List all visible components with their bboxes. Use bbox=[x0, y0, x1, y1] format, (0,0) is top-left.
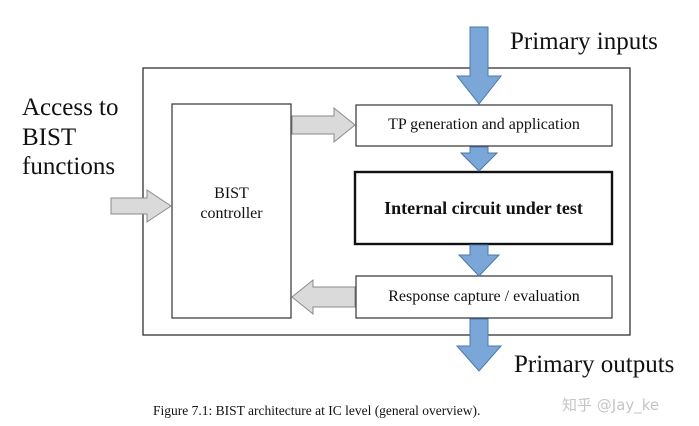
tp-generation-label: TP generation and application bbox=[388, 116, 580, 133]
access-label-line1: Access to bbox=[22, 94, 119, 121]
response-to-controller-arrow bbox=[291, 278, 356, 316]
circuit-under-test-box bbox=[353, 170, 614, 246]
primary-outputs-arrow bbox=[455, 318, 503, 372]
watermark: 知乎 @Jay_ke bbox=[562, 396, 660, 414]
access-to-controller-arrow bbox=[110, 189, 172, 223]
response-capture-box bbox=[355, 275, 613, 319]
primary-inputs-label: Primary inputs bbox=[510, 28, 658, 55]
controller-to-tp-arrow bbox=[291, 106, 356, 144]
primary-inputs-arrow bbox=[455, 26, 503, 105]
tp-to-cut-arrow bbox=[459, 146, 499, 172]
access-label-line3: functions bbox=[22, 153, 116, 180]
figure-caption: Figure 7.1: BIST architecture at IC leve… bbox=[153, 403, 481, 418]
cut-to-response-arrow bbox=[457, 244, 501, 277]
response-capture-label: Response capture / evaluation bbox=[388, 288, 580, 305]
bist-controller-box bbox=[171, 103, 292, 319]
access-label-line2: BIST bbox=[22, 124, 77, 151]
tp-generation-box bbox=[355, 104, 613, 147]
controller-label-line1: BIST bbox=[214, 185, 249, 202]
primary-outputs-label: Primary outputs bbox=[514, 351, 675, 378]
circuit-under-test-label: Internal circuit under test bbox=[384, 198, 583, 218]
controller-label-line2: controller bbox=[200, 205, 263, 222]
